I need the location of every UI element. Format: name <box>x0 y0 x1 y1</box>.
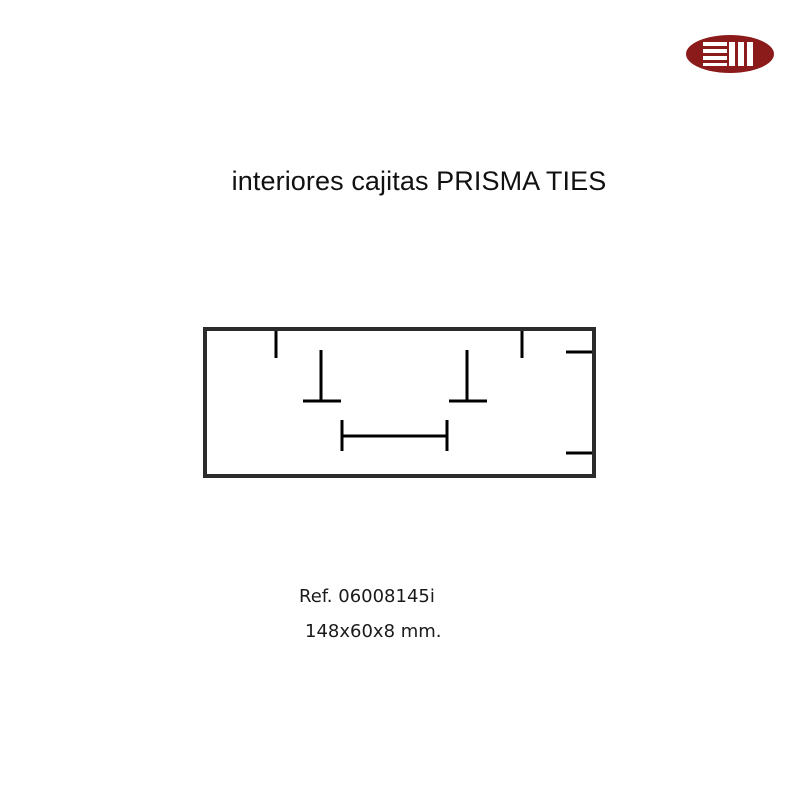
product-reference: Ref. 06008145i <box>299 586 435 607</box>
brand-oval-logo-icon <box>686 35 774 73</box>
insert-frame <box>203 327 596 478</box>
product-dimensions: 148x60x8 mm. <box>305 621 442 642</box>
brand-logo <box>685 34 775 74</box>
page-title: interiores cajitas PRISMA TIES <box>231 166 607 196</box>
